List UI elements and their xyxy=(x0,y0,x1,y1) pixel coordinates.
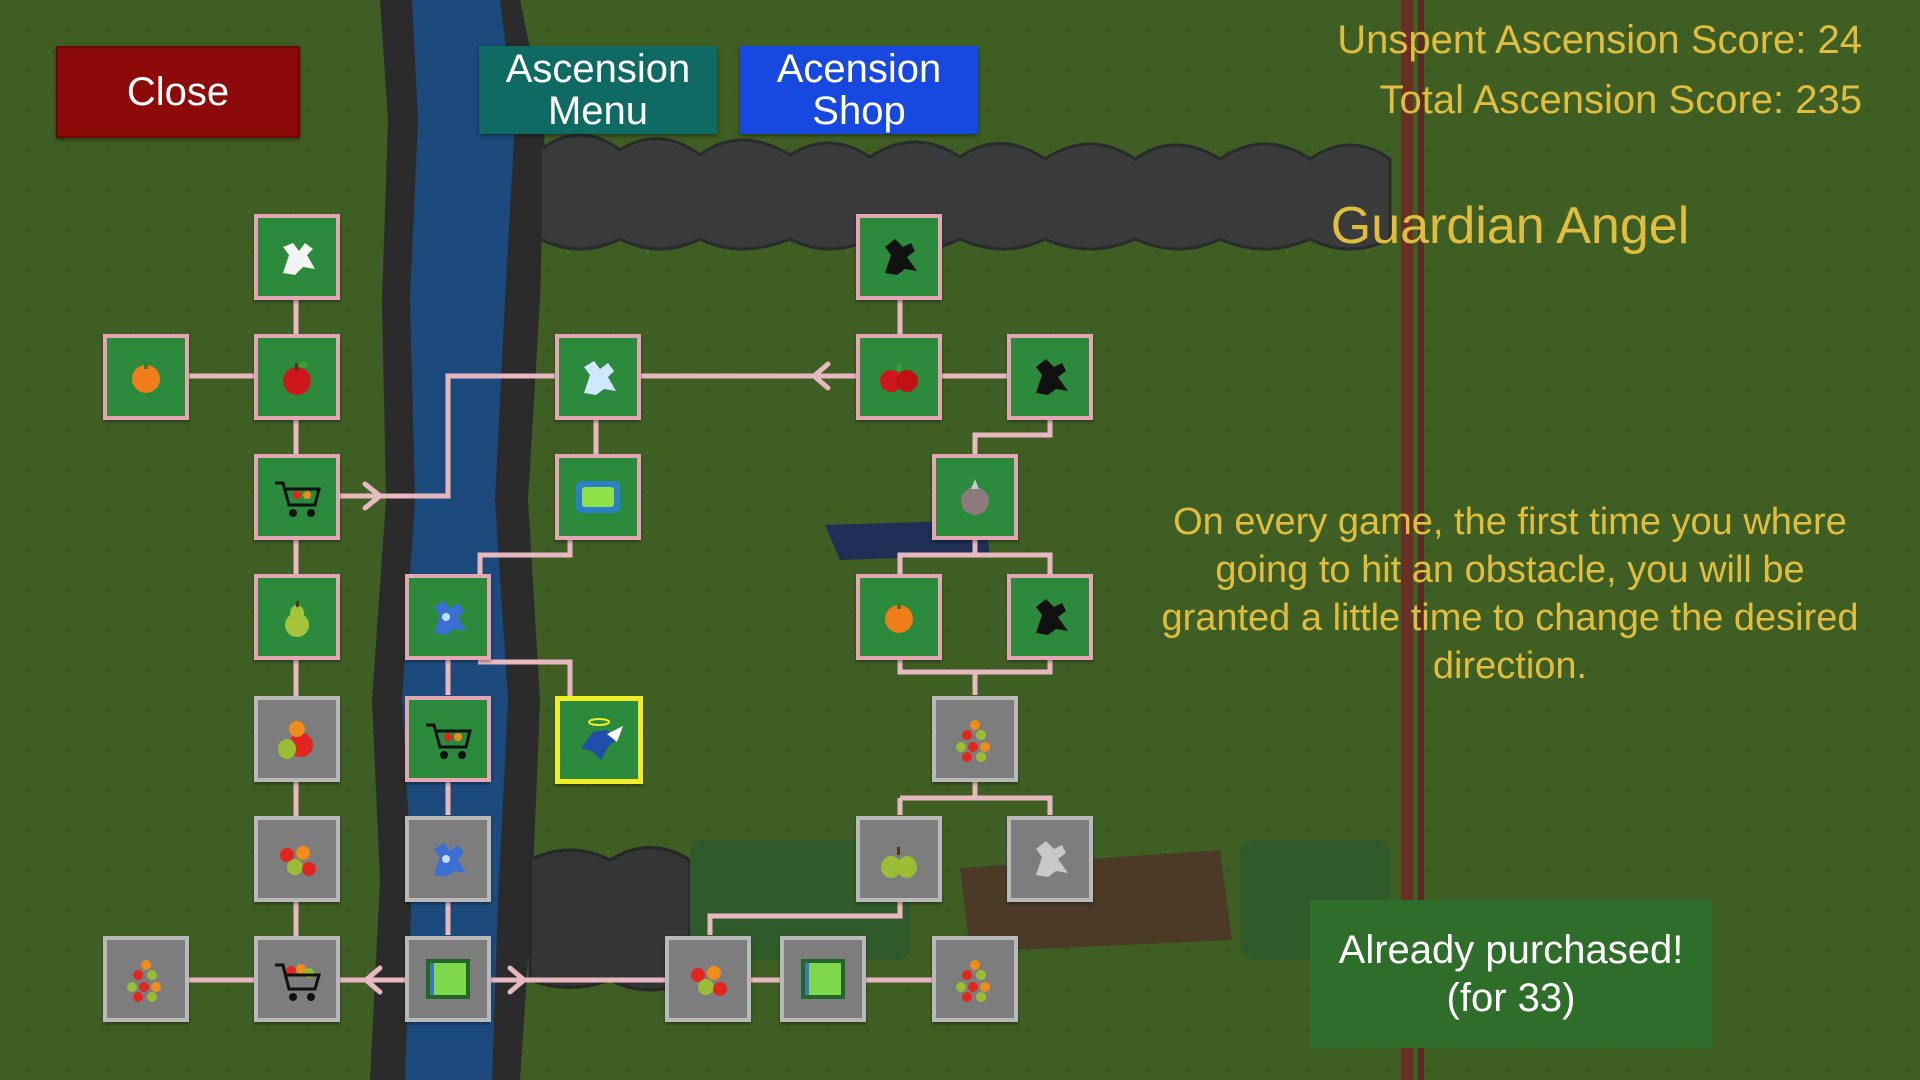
purchase-status-line1: Already purchased! xyxy=(1338,928,1684,972)
perk-description: On every game, the first time you where … xyxy=(1161,501,1859,687)
close-label: Close xyxy=(126,69,230,114)
black-dragon-icon xyxy=(1036,359,1068,395)
ascension-menu-line1: Ascension xyxy=(505,47,691,91)
fruit-heap-icon xyxy=(956,720,990,762)
perk-node-n26[interactable] xyxy=(665,936,751,1022)
fruit-pile-icon xyxy=(280,846,316,876)
perk-node-n28[interactable] xyxy=(932,936,1018,1022)
perk-node-n12[interactable] xyxy=(405,574,491,660)
total-score: Total Ascension Score: 235 xyxy=(1379,78,1862,122)
ascension-shop-line1: Acension xyxy=(776,47,942,91)
perk-node-n23[interactable] xyxy=(932,696,1018,782)
ascension-shop-line2: Shop xyxy=(812,89,906,133)
perk-node-n8[interactable] xyxy=(103,936,189,1022)
angel-dragon-icon xyxy=(584,361,616,395)
perk-node-n14[interactable] xyxy=(405,816,491,902)
purchase-status-line2: (for 33) xyxy=(1446,976,1576,1020)
ascension-menu-line2: Menu xyxy=(547,89,649,133)
map-frame-icon xyxy=(801,959,845,999)
perk-node-n4[interactable] xyxy=(254,454,340,540)
perk-node-n27[interactable] xyxy=(780,936,866,1022)
perk-node-n25[interactable] xyxy=(1007,816,1093,902)
perk-node-n22[interactable] xyxy=(1007,574,1093,660)
apples-icon xyxy=(880,365,918,392)
pears-icon xyxy=(881,847,917,878)
screen-frame-icon xyxy=(576,481,620,513)
blue-dragon-icon xyxy=(434,843,466,877)
perk-node-n17[interactable] xyxy=(856,214,942,300)
fruit-pile-icon xyxy=(691,966,727,996)
close-button[interactable]: Close xyxy=(56,46,300,138)
fruit-heap-icon xyxy=(127,960,161,1002)
perk-title: Guardian Angel xyxy=(1330,197,1690,255)
perk-node-n13[interactable] xyxy=(405,696,491,782)
coconut-icon xyxy=(961,479,989,515)
orange-icon xyxy=(885,603,913,633)
perk-node-n15[interactable] xyxy=(405,936,491,1022)
ascension-menu-label: Ascension Menu xyxy=(506,48,691,132)
perk-node-n16[interactable] xyxy=(555,696,643,784)
fruit-cart-icon xyxy=(426,723,472,759)
mixed-fruit-icon xyxy=(278,721,313,759)
perk-node-n24[interactable] xyxy=(856,816,942,902)
unspent-score: Unspent Ascension Score: 24 xyxy=(1337,18,1862,62)
blue-dragon-icon xyxy=(434,601,466,635)
fruit-cart-full-icon xyxy=(275,963,321,1001)
purchase-status: Already purchased! (for 33) xyxy=(1310,900,1712,1048)
map-frame-icon xyxy=(426,959,470,999)
guardian-angel-icon xyxy=(581,718,623,760)
apple-icon xyxy=(283,362,311,395)
perk-node-n18[interactable] xyxy=(856,334,942,420)
perk-node-n6[interactable] xyxy=(254,696,340,782)
orange-icon xyxy=(132,363,160,393)
ascension-shop-button[interactable]: Acension Shop xyxy=(740,46,978,134)
perk-node-n19[interactable] xyxy=(1007,334,1093,420)
pear-icon xyxy=(285,601,309,637)
perk-node-n20[interactable] xyxy=(932,454,1018,540)
fruit-heap-icon xyxy=(956,960,990,1002)
white-dragon-icon xyxy=(283,243,315,275)
perk-node-n9[interactable] xyxy=(254,936,340,1022)
black-dragon-icon xyxy=(885,239,917,275)
perk-node-n2[interactable] xyxy=(103,334,189,420)
perk-node-n5[interactable] xyxy=(254,574,340,660)
black-dragon-icon xyxy=(1036,599,1068,635)
perk-node-n3[interactable] xyxy=(254,334,340,420)
fruit-cart-icon xyxy=(275,481,321,517)
grey-dragon-icon xyxy=(1036,841,1068,877)
ascension-shop-label: Acension Shop xyxy=(777,48,942,132)
perk-node-n7[interactable] xyxy=(254,816,340,902)
perk-node-n11[interactable] xyxy=(555,454,641,540)
perk-node-n21[interactable] xyxy=(856,574,942,660)
perk-node-n1[interactable] xyxy=(254,214,340,300)
ascension-menu-button[interactable]: Ascension Menu xyxy=(479,46,717,134)
perk-node-n10[interactable] xyxy=(555,334,641,420)
